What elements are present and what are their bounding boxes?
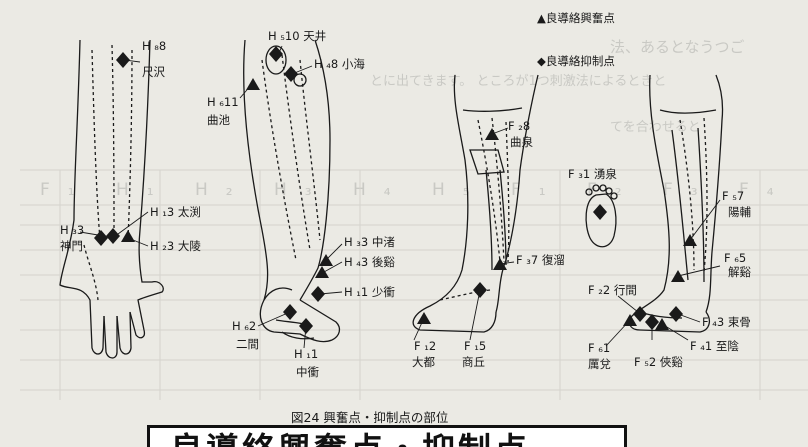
label-f1-5-name: 商丘	[462, 356, 485, 369]
label-f3-1: F ₃1 湧泉	[568, 168, 617, 181]
legend-excitatory: ▲良導絡興奮点	[537, 10, 615, 26]
label-h6-11-name: 曲池	[207, 114, 230, 127]
label-f5-7-code: F ₅7	[722, 190, 744, 203]
label-h4-8: H ₄8 小海	[314, 58, 365, 71]
point-h6-11	[246, 78, 260, 90]
label-h4-3: H ₄3 後谿	[344, 256, 395, 269]
label-f4-3: F ₄3 束骨	[702, 316, 751, 329]
point-f1-2	[417, 312, 431, 324]
label-h3-name: 神門	[60, 240, 83, 253]
label-h2-3: H ₂3 大陵	[150, 240, 201, 253]
label-f2-8-code: F ₂8	[508, 120, 530, 133]
label-h6-11-code: H ₆11	[207, 96, 239, 109]
figure-forearm-dorsal	[244, 40, 340, 342]
label-f6-5-name: 解谿	[728, 266, 751, 279]
label-h3-code: H ₃3	[60, 224, 84, 237]
legend-inhibitory: ◆良導絡抑制点	[537, 53, 615, 69]
label-f3-7: F ₃7 復溜	[516, 254, 565, 267]
point-f6-5	[671, 270, 685, 282]
figure-leg-medial	[413, 75, 538, 332]
point-h4-8	[284, 66, 298, 82]
label-h1-1a: H ₁1 少衝	[344, 286, 395, 299]
point-h2-3	[121, 230, 135, 242]
point-h6-2	[283, 304, 297, 320]
label-f6-1-code: F ₆1	[588, 342, 610, 355]
label-f6-5-code: F ₆5	[724, 252, 746, 265]
point-h8	[116, 52, 130, 68]
label-h8-name: 尺沢	[142, 66, 165, 79]
label-f4-1: F ₄1 至陰	[690, 340, 739, 353]
figure-forearm-palm	[60, 40, 163, 358]
point-f5-7	[683, 234, 697, 246]
label-h1-1b-code: H ₁1	[294, 348, 318, 361]
label-f5-2: F ₅2 俠谿	[634, 356, 683, 369]
figure-caption: 図24 興奮点・抑制点の部位	[291, 407, 448, 426]
point-f2-8	[485, 128, 499, 140]
figure-leg-lateral	[629, 75, 722, 332]
point-f1-5	[473, 282, 487, 298]
point-h1-1b	[299, 318, 313, 334]
label-h8-code: H ₈8	[142, 40, 166, 53]
point-f2-2	[633, 306, 647, 322]
label-f1-5-code: F ₁5	[464, 340, 486, 353]
label-h3-a: H ₃3 中渚	[344, 236, 395, 249]
point-h1-3	[106, 228, 120, 244]
label-f1-2-name: 大都	[412, 356, 435, 369]
label-h5-10: H ₅10 天井	[268, 30, 326, 43]
point-f3-1	[593, 204, 607, 220]
leader-lines	[80, 46, 720, 348]
label-h1-1b-name: 中衝	[296, 366, 319, 379]
label-f5-7-name: 陽輔	[728, 206, 751, 219]
point-h3	[94, 230, 108, 246]
point-f4-3	[669, 306, 683, 322]
label-h6-2-code: H ₆2	[232, 320, 256, 333]
label-h1-3: H ₁3 太渕	[150, 206, 201, 219]
title-banner: 良導絡興奮点・抑制点	[147, 425, 627, 447]
point-h4-3	[315, 266, 329, 278]
label-f2-2: F ₂2 行間	[588, 284, 637, 297]
label-f2-8-name: 曲泉	[510, 136, 533, 149]
label-h6-2-name: 二間	[236, 338, 259, 351]
label-f1-2-code: F ₁2	[414, 340, 436, 353]
label-f6-1-name: 厲兌	[588, 358, 611, 371]
